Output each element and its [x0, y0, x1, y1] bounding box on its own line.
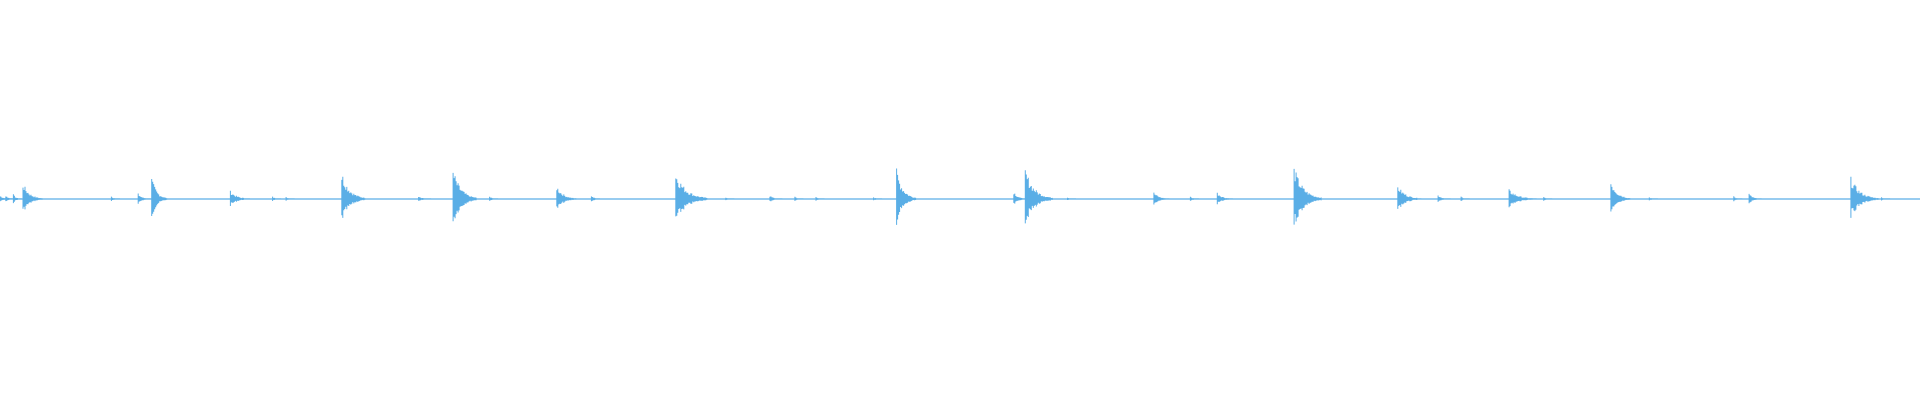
waveform-peak — [1216, 192, 1233, 205]
waveform-peak — [110, 196, 120, 201]
waveform-peak — [1881, 197, 1891, 201]
waveform-peak — [151, 179, 168, 216]
waveform-peak — [1013, 193, 1027, 204]
waveform-peak — [1437, 195, 1451, 202]
waveform-peak — [556, 188, 577, 208]
waveform-peak — [1460, 196, 1470, 201]
waveform-peak — [1610, 184, 1631, 212]
waveform-peak — [1543, 197, 1553, 201]
waveform-peak — [341, 176, 366, 218]
waveform-peak — [1850, 176, 1879, 218]
waveform-peak — [229, 190, 250, 206]
waveform-peak — [675, 178, 708, 217]
waveform-peak — [1648, 197, 1658, 201]
waveform-peak — [1024, 170, 1053, 224]
waveform-peak — [725, 197, 735, 201]
waveform-peak — [815, 197, 825, 201]
waveform-peak — [285, 197, 295, 201]
waveform-peak — [873, 197, 883, 201]
waveform-peak — [1067, 197, 1076, 200]
waveform-peaks — [0, 168, 1891, 225]
waveform-peak — [1397, 187, 1422, 209]
waveform-peak — [489, 196, 499, 201]
waveform-peak — [12, 194, 22, 204]
waveform-peak — [22, 186, 43, 210]
waveform-peak — [452, 172, 477, 222]
waveform-peak — [1293, 168, 1322, 225]
waveform-peak — [137, 193, 151, 204]
waveform-peak — [896, 168, 917, 225]
waveform-peak — [590, 196, 600, 202]
waveform-peak — [769, 196, 783, 202]
waveform-peak — [1153, 192, 1170, 205]
waveform-peak — [5, 196, 15, 202]
waveform-peak — [1189, 196, 1199, 201]
waveform-peak — [1733, 196, 1743, 202]
waveform-peak — [1508, 189, 1537, 208]
waveform-peak — [272, 196, 282, 201]
waveform-peak — [418, 197, 432, 201]
waveform-peak — [794, 196, 804, 201]
waveform-peak — [1748, 193, 1762, 204]
